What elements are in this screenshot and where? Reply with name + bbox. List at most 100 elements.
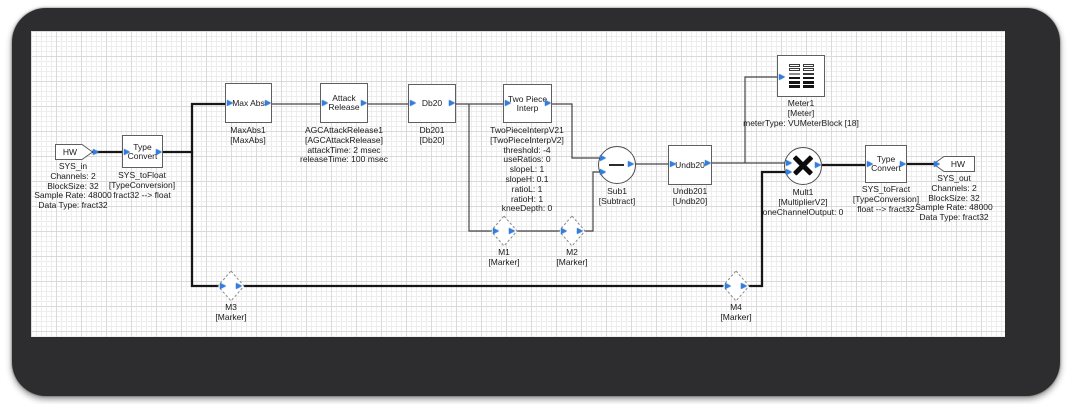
output-pin-two-piece-interp[interactable]: [545, 100, 551, 106]
marker-diamond: [558, 215, 586, 247]
input-pin-subtract-2[interactable]: [600, 168, 606, 175]
block-attack-release[interactable]: Attack Release: [320, 83, 368, 123]
caption-line: Sample Rate: 48000: [34, 190, 112, 201]
block-meter[interactable]: [777, 55, 825, 97]
output-pin-sys-in[interactable]: [93, 148, 99, 155]
caption-line: Data Type: fract32: [38, 200, 108, 211]
caption-line: [TypeConversion]: [108, 179, 176, 190]
thin-control-wires[interactable]: [271, 76, 788, 232]
input-pin-m3[interactable]: [220, 282, 226, 289]
output-pin-sys-to-fract[interactable]: [900, 160, 906, 167]
caption-undb20: Undb201 [Undb20]: [673, 186, 708, 207]
output-pin-m4[interactable]: [741, 282, 747, 289]
wires-layer[interactable]: [31, 31, 1005, 337]
output-pin-subtract[interactable]: [628, 160, 634, 167]
caption-line: SYS_toFract: [861, 184, 911, 194]
input-pin-sys-out[interactable]: [934, 160, 940, 167]
input-pin-max-abs[interactable]: [227, 100, 233, 106]
caption-sys-to-fract: SYS_toFract [TypeConversion] float --> f…: [852, 184, 920, 214]
caption-line: SYS_out: [937, 173, 971, 183]
block-title: Two Piece Interp: [507, 93, 548, 113]
caption-line: [Db20]: [419, 134, 445, 145]
input-pin-m2[interactable]: [561, 227, 567, 234]
caption-line: BlockSize: 32: [47, 180, 99, 191]
input-pin-meter[interactable]: [779, 73, 785, 80]
input-pin-m4[interactable]: [725, 282, 731, 289]
input-pin-m1[interactable]: [493, 227, 499, 234]
caption-m2: M2 [Marker]: [556, 247, 588, 268]
caption-line: M1: [498, 247, 510, 257]
caption-sys-out: SYS_out Channels: 2 BlockSize: 32 Sample…: [915, 173, 993, 223]
vu-meter-icon: [788, 64, 814, 88]
caption-line: attackTime: 2 msec: [307, 144, 381, 155]
designer-canvas[interactable]: HW SYS_in Channels: 2 BlockSize: 32 Samp…: [31, 31, 1005, 337]
caption-line: [Marker]: [720, 311, 752, 322]
hw-label: HW: [950, 159, 966, 169]
output-pin-attack-release[interactable]: [361, 100, 367, 106]
caption-line: M4: [730, 302, 742, 312]
block-title: Undb20: [675, 159, 705, 170]
caption-m4: M4 [Marker]: [720, 302, 752, 323]
caption-m3: M3 [Marker]: [215, 302, 246, 323]
output-pin-max-abs[interactable]: [265, 100, 271, 106]
marker-m3[interactable]: [217, 270, 245, 307]
hw-pentagon-shape: [55, 144, 94, 160]
hw-label: HW: [62, 147, 78, 157]
block-sys-in[interactable]: HW: [55, 144, 94, 160]
caption-line: TwoPieceInterpV21: [490, 125, 564, 135]
caption-line: slopeL: 1: [509, 164, 545, 175]
block-title: Type Convert: [127, 141, 158, 161]
output-pin-multiplier[interactable]: [815, 161, 821, 168]
input-pin-subtract-1[interactable]: [600, 154, 606, 161]
caption-line: Meter1: [787, 98, 815, 108]
caption-line: M3: [225, 302, 237, 312]
block-subtract[interactable]: [598, 146, 636, 184]
output-pin-m3[interactable]: [236, 282, 242, 289]
caption-line: meterType: VUMeterBlock [18]: [743, 117, 859, 128]
vu-meter-right-column: [802, 64, 814, 88]
caption-line: [Subtract]: [598, 195, 636, 206]
vu-bar: [802, 72, 814, 76]
caption-line: [TypeConversion]: [852, 193, 920, 204]
block-two-piece-interp[interactable]: Two Piece Interp: [503, 84, 552, 123]
caption-line: useRatios: 0: [503, 154, 551, 165]
caption-line: BlockSize: 32: [928, 192, 980, 203]
input-pin-db20[interactable]: [410, 100, 416, 106]
marker-diamond: [490, 215, 518, 247]
input-pin-attack-release[interactable]: [322, 100, 328, 106]
vu-meter-left-column: [788, 64, 800, 88]
wire-twopiece-sub: [551, 103, 601, 159]
output-pin-sys-to-float[interactable]: [156, 148, 162, 155]
input-pin-two-piece-interp[interactable]: [505, 100, 511, 106]
caption-two-piece-interp: TwoPieceInterpV21 [TwoPieceInterpV2] thr…: [490, 125, 564, 214]
caption-line: SYS_in: [58, 161, 88, 171]
wire-db20-m1: [468, 104, 494, 232]
caption-line: Channels: 2: [50, 170, 96, 181]
input-pin-sys-to-fract[interactable]: [867, 160, 873, 167]
wire-typeconvert-maxabs: [160, 102, 227, 154]
caption-line: [Marker]: [488, 256, 520, 267]
output-pin-db20[interactable]: [449, 100, 455, 106]
output-pin-m1[interactable]: [509, 227, 515, 234]
marker-m1[interactable]: [490, 215, 518, 252]
caption-meter: Meter1 [Meter] meterType: VUMeterBlock […: [743, 98, 859, 128]
block-sys-out[interactable]: HW: [932, 156, 975, 172]
block-db20[interactable]: Db20: [408, 84, 456, 123]
caption-line: [Marker]: [556, 256, 588, 267]
caption-line: [AGCAttackRelease]: [305, 134, 383, 145]
caption-multiplier: Mult1 [MultiplierV2] oneChannelOutput: 0: [763, 187, 844, 217]
marker-m2[interactable]: [558, 215, 586, 252]
marker-m4[interactable]: [722, 270, 750, 307]
input-pin-undb20[interactable]: [670, 160, 676, 167]
input-pin-sys-to-float[interactable]: [124, 148, 130, 155]
caption-line: [MaxAbs]: [230, 134, 266, 145]
block-title: Attack Release: [328, 93, 360, 112]
input-pin-multiplier-2[interactable]: [786, 168, 792, 175]
output-pin-m2[interactable]: [577, 227, 583, 234]
thick-signal-wires[interactable]: [92, 102, 934, 288]
output-pin-undb20[interactable]: [705, 159, 711, 166]
input-pin-multiplier-1[interactable]: [786, 159, 792, 166]
caption-attack-release: AGCAttackRelease1 [AGCAttackRelease] att…: [300, 125, 388, 165]
wire-typeconvert-m3: [190, 152, 221, 288]
vu-bar: [788, 68, 800, 72]
